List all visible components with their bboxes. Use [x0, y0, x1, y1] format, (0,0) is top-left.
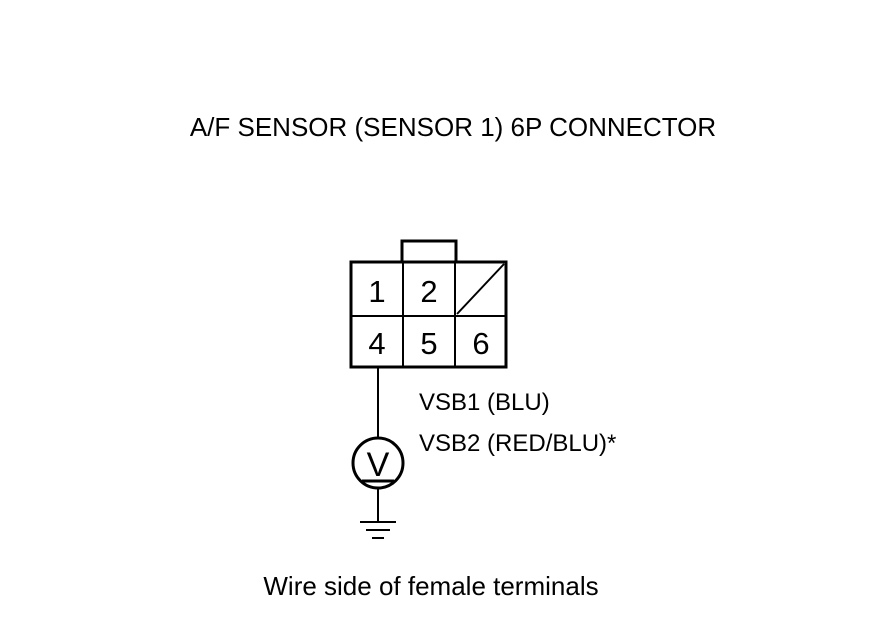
connector-housing: [349, 260, 508, 369]
wire-label-vsb2: VSB2 (RED/BLU)*: [419, 430, 616, 457]
wire-label-vsb1: VSB1 (BLU): [419, 389, 550, 416]
connector-lock-tab: [400, 239, 458, 264]
ground-icon: [360, 521, 396, 539]
pin-1: 1: [368, 274, 385, 309]
pin-4: 4: [368, 326, 385, 361]
voltmeter-icon: V: [351, 436, 405, 490]
unused-cavity-slash: [456, 263, 505, 315]
diagram-caption: Wire side of female terminals: [263, 571, 598, 601]
pin-5: 5: [420, 326, 437, 361]
voltmeter-symbol: V: [367, 446, 390, 484]
pin-6: 6: [472, 326, 489, 361]
pin-2: 2: [420, 274, 437, 309]
diagram-title: A/F SENSOR (SENSOR 1) 6P CONNECTOR: [190, 112, 716, 142]
connector-6p: [349, 239, 508, 369]
